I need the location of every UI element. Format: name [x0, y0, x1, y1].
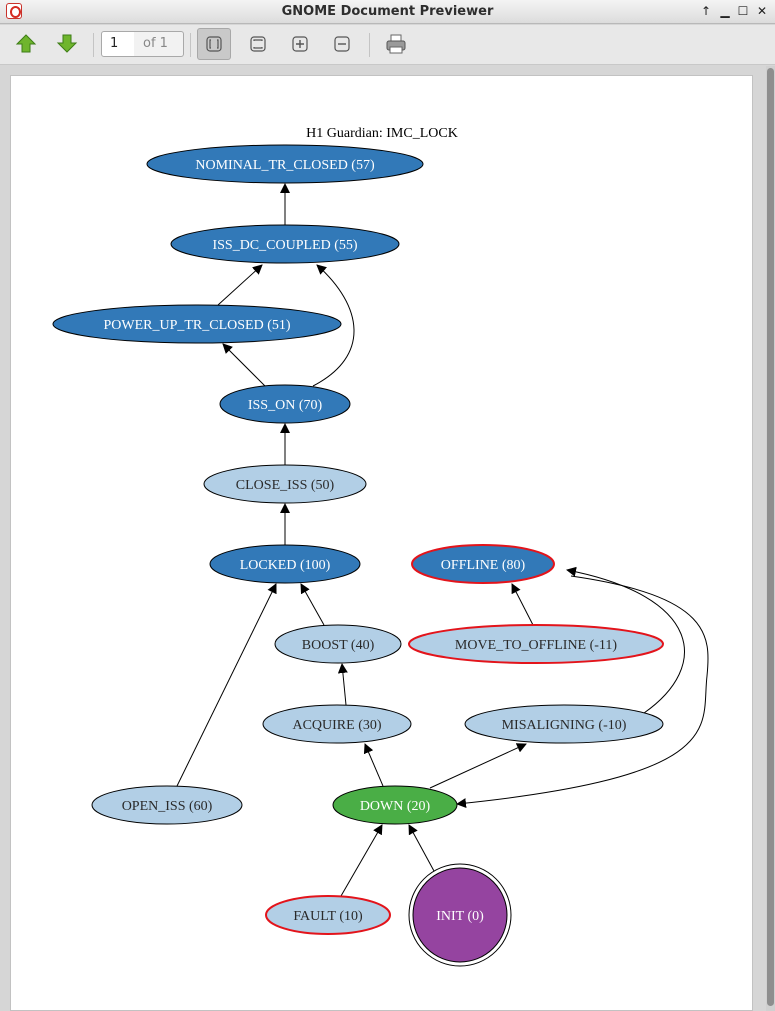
node-shape	[408, 624, 664, 664]
node-init: INIT (0)	[408, 863, 512, 967]
edge-misaligning-to-offline	[566, 566, 685, 714]
node-label: ISS_DC_COUPLED (55)	[212, 238, 357, 253]
node-shape	[274, 624, 402, 664]
node-down: DOWN (20)	[332, 785, 458, 825]
node-shape	[332, 785, 458, 825]
toolbar-separator	[93, 33, 94, 57]
node-iss_dc_coupled: ISS_DC_COUPLED (55)	[170, 224, 400, 264]
edge-move_to_offline-to-offline	[511, 583, 534, 626]
node-locked: LOCKED (100)	[209, 544, 361, 584]
arrow-up-icon	[15, 34, 37, 53]
toolbar: 1 of 1	[0, 25, 775, 65]
edge-fault-to-down	[340, 824, 383, 897]
fit-width-icon	[250, 36, 266, 52]
node-move_to_offline: MOVE_TO_OFFLINE (-11)	[408, 624, 664, 664]
close-button[interactable]: ✕	[756, 4, 768, 18]
node-power_up_tr_closed: POWER_UP_TR_CLOSED (51)	[52, 304, 342, 344]
node-shape	[170, 224, 400, 264]
zoom-in-icon	[292, 36, 308, 52]
node-shape	[91, 785, 243, 825]
zoom-out-button[interactable]	[325, 28, 359, 60]
node-boost: BOOST (40)	[274, 624, 402, 664]
node-shape	[146, 144, 424, 184]
app-icon	[6, 3, 22, 19]
node-fault: FAULT (10)	[265, 895, 391, 935]
best-fit-icon	[206, 36, 222, 52]
title-bar: GNOME Document Previewer ↑ ▁ ☐ ✕	[0, 0, 775, 24]
node-label: INIT (0)	[436, 909, 484, 924]
graph-edges	[176, 183, 709, 897]
node-label: FAULT (10)	[293, 909, 363, 924]
node-shape	[411, 544, 555, 584]
fit-width-button[interactable]	[241, 28, 275, 60]
node-shape	[203, 464, 367, 504]
keep-above-button[interactable]: ↑	[700, 4, 712, 18]
arrow-down-icon	[56, 34, 78, 53]
node-label: ISS_ON (70)	[248, 398, 323, 413]
zoom-out-icon	[334, 36, 350, 52]
edge-power_up_tr_closed-to-iss_dc_coupled	[217, 264, 263, 306]
document-viewport[interactable]: H1 Guardian: IMC_LOCK NOMINAL_TR_CLOSED …	[0, 66, 775, 1011]
node-shape	[219, 384, 351, 424]
edge-boost-to-locked	[300, 583, 325, 626]
node-label: DOWN (20)	[360, 799, 431, 814]
minimize-button[interactable]: ▁	[720, 4, 730, 18]
node-misaligning: MISALIGNING (-10)	[464, 704, 664, 744]
zoom-in-button[interactable]	[283, 28, 317, 60]
page-number-input[interactable]: 1	[101, 31, 135, 57]
node-shape	[52, 304, 342, 344]
graph-nodes: NOMINAL_TR_CLOSED (57) ISS_DC_COUPLED (55…	[52, 144, 664, 967]
edge-open_iss-to-locked	[176, 583, 277, 787]
best-fit-button[interactable]	[197, 28, 231, 60]
node-label: ACQUIRE (30)	[292, 718, 381, 733]
node-offline: OFFLINE (80)	[411, 544, 555, 584]
printer-icon	[386, 34, 406, 54]
node-label: CLOSE_ISS (50)	[236, 478, 335, 493]
state-graph: H1 Guardian: IMC_LOCK NOMINAL_TR_CLOSED …	[52, 126, 709, 967]
node-iss_on: ISS_ON (70)	[219, 384, 351, 424]
edge-init-to-down	[408, 824, 435, 872]
page-count-label: of 1	[134, 31, 184, 57]
next-page-button[interactable]	[50, 28, 84, 60]
edge-iss_on-to-iss_dc_coupled	[312, 264, 355, 387]
node-open_iss: OPEN_ISS (60)	[91, 785, 243, 825]
node-label: OPEN_ISS (60)	[122, 799, 213, 814]
graph-title: H1 Guardian: IMC_LOCK	[306, 126, 458, 141]
node-label: MOVE_TO_OFFLINE (-11)	[455, 638, 617, 653]
node-label: BOOST (40)	[302, 638, 375, 653]
node-label: LOCKED (100)	[240, 558, 331, 573]
edge-down-to-acquire	[363, 743, 384, 787]
node-shape	[412, 867, 508, 963]
node-label: POWER_UP_TR_CLOSED (51)	[103, 318, 290, 333]
node-acquire: ACQUIRE (30)	[262, 704, 412, 744]
document-page: H1 Guardian: IMC_LOCK NOMINAL_TR_CLOSED …	[10, 75, 753, 1011]
window-title: GNOME Document Previewer	[281, 4, 494, 19]
scrollbar-thumb[interactable]	[767, 68, 774, 1006]
node-nominal_tr_closed: NOMINAL_TR_CLOSED (57)	[146, 144, 424, 184]
edge-acquire-to-boost	[337, 663, 348, 706]
toolbar-separator	[369, 33, 370, 57]
maximize-button[interactable]: ☐	[737, 4, 749, 18]
node-shape	[464, 704, 664, 744]
node-label: OFFLINE (80)	[441, 558, 526, 573]
toolbar-separator	[190, 33, 191, 57]
edge-iss_on-to-power_up_tr_closed	[222, 343, 266, 387]
previous-page-button[interactable]	[9, 28, 43, 60]
node-shape	[265, 895, 391, 935]
node-shape	[262, 704, 412, 744]
edge-down-to-misaligning	[429, 743, 527, 789]
print-button[interactable]	[379, 28, 413, 60]
edge-offline-to-down	[456, 575, 709, 809]
node-shape	[209, 544, 361, 584]
vertical-scrollbar[interactable]	[766, 66, 775, 1011]
node-close_iss: CLOSE_ISS (50)	[203, 464, 367, 504]
node-label: NOMINAL_TR_CLOSED (57)	[195, 158, 375, 173]
node-label: MISALIGNING (-10)	[502, 718, 627, 733]
